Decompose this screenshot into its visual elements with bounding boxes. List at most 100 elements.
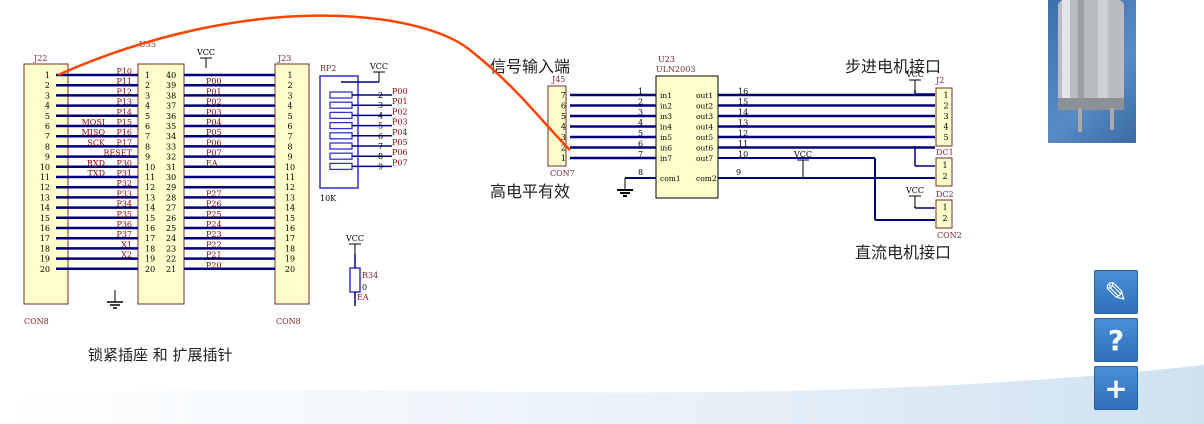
u35-pin-right: 29 (166, 183, 176, 192)
j22-pin-number: 14 (40, 204, 50, 213)
rp2-resistor (329, 152, 353, 160)
j45-pin: 6 (561, 102, 566, 111)
u35-net-right: P03 (206, 108, 222, 117)
u35-pin-left: 16 (145, 224, 155, 233)
plus-icon: + (1104, 371, 1128, 405)
j22-pin-number: 4 (45, 102, 50, 111)
u35-pin-right: 32 (166, 153, 176, 162)
j23-pin-number: 20 (285, 265, 295, 274)
j23-pin-number: 10 (285, 163, 295, 172)
j22-pin-number: 11 (40, 173, 50, 182)
u35-net-right: P23 (206, 230, 222, 239)
rp2-pin: 6 (378, 132, 383, 141)
u35-pin-left: 9 (145, 153, 150, 162)
u35-pin-left: 1 (145, 71, 150, 80)
rp2-resistor (329, 91, 353, 99)
u35-pin-left: 18 (145, 244, 155, 253)
u35-pin-left: 13 (145, 193, 155, 202)
j23-pin-number: 5 (287, 112, 292, 121)
rp2-pin: 4 (378, 111, 383, 120)
u35-net-right: P02 (206, 98, 222, 107)
j22-pin-number: 3 (45, 91, 50, 100)
u35-alt-function: TXD (88, 169, 105, 178)
r34-label: R34 (362, 271, 378, 280)
dc2-type-label: CON2 (937, 231, 962, 240)
side-toolbar: ✎ ? + (1094, 270, 1138, 414)
u35-net-left: P14 (116, 108, 132, 117)
dc1-connector (935, 157, 953, 187)
j23-pin-number: 7 (287, 132, 292, 141)
j23-pin-number: 16 (285, 224, 295, 233)
uln-ref: U23 (658, 55, 675, 64)
rp2-pin: 2 (378, 91, 383, 100)
dc1-label: DC1 (936, 148, 954, 157)
j45-pin: 4 (561, 123, 566, 132)
j22-pin-number: 13 (40, 193, 50, 202)
uln-com1: com1 (660, 174, 681, 183)
rp2-resistor (329, 101, 353, 109)
u35-pin-right: 27 (166, 204, 176, 213)
uln-in-number: 7 (638, 150, 643, 159)
motor-image (1058, 0, 1124, 132)
rp2-pin: 9 (378, 162, 383, 171)
r34-net: EA (357, 293, 369, 302)
j2-pin: 3 (943, 112, 948, 121)
signal-input-label: 信号输入端 (490, 57, 570, 76)
u35-pin-left: 6 (145, 122, 150, 131)
j22-pin-number: 5 (45, 112, 50, 121)
vcc-label: VCC (905, 70, 924, 79)
j23-pin-number: 9 (287, 153, 292, 162)
uln-input-pin: in5 (660, 133, 672, 142)
dc1-pin: 2 (942, 172, 947, 181)
uln-input-pin: in2 (660, 102, 672, 111)
u35-pin-right: 38 (166, 91, 176, 100)
uln-in-number: 2 (638, 98, 643, 107)
u35-net-left: P35 (116, 210, 132, 219)
u35-alt-function: RXD (87, 159, 105, 168)
u35-net-left: P31 (116, 169, 132, 178)
vcc-label: VCC (905, 186, 924, 195)
j45-label: J45 (551, 75, 565, 84)
j22-pin-number: 12 (40, 183, 50, 192)
uln-input-pin: in6 (660, 144, 672, 153)
rp2-net: P00 (392, 87, 408, 96)
u35-pin-right: 25 (166, 224, 176, 233)
u35-net-right: P21 (206, 251, 222, 260)
j45-pin: 3 (561, 133, 566, 142)
u35-net-left: P10 (116, 67, 132, 76)
u35-pin-left: 10 (145, 163, 155, 172)
u35-net-left: X2 (121, 251, 132, 260)
vcc-label: VCC (793, 150, 812, 159)
u35-net-left: P13 (116, 98, 132, 107)
uln-part: ULN2003 (656, 65, 695, 74)
u35-net-left: P32 (116, 179, 132, 188)
rp2-pin: 3 (378, 101, 383, 110)
edit-button[interactable]: ✎ (1094, 270, 1138, 314)
vcc-label: VCC (196, 48, 215, 57)
u35-pin-left: 14 (145, 204, 155, 213)
dc1-pin: 1 (942, 161, 947, 170)
u35-net-left: X1 (121, 240, 132, 249)
j2-pin: 1 (943, 91, 948, 100)
dc2-label: DC2 (936, 190, 954, 199)
rp2-pin: 5 (378, 122, 383, 131)
j22-pin-number: 10 (40, 163, 50, 172)
j2-pin: 2 (943, 102, 948, 111)
uln-output-pin: out5 (696, 133, 713, 142)
rp2-net: P07 (392, 158, 408, 167)
u35-net-right: P00 (206, 77, 222, 86)
uln-out-number: 11 (738, 140, 748, 149)
j2-pin: 5 (943, 133, 948, 142)
add-button[interactable]: + (1094, 366, 1138, 410)
u35-pin-right: 21 (166, 265, 176, 274)
u35-pin-right: 36 (166, 112, 176, 121)
uln-out-number: 14 (738, 108, 748, 117)
uln-pin9: 9 (736, 168, 741, 177)
rp2-net: P01 (392, 97, 408, 106)
j22-pin-number: 17 (40, 234, 50, 243)
vcc-label: VCC (345, 234, 364, 243)
help-button[interactable]: ? (1094, 318, 1138, 362)
dc2-connector (935, 199, 953, 229)
j45-type-label: CON7 (550, 169, 575, 178)
